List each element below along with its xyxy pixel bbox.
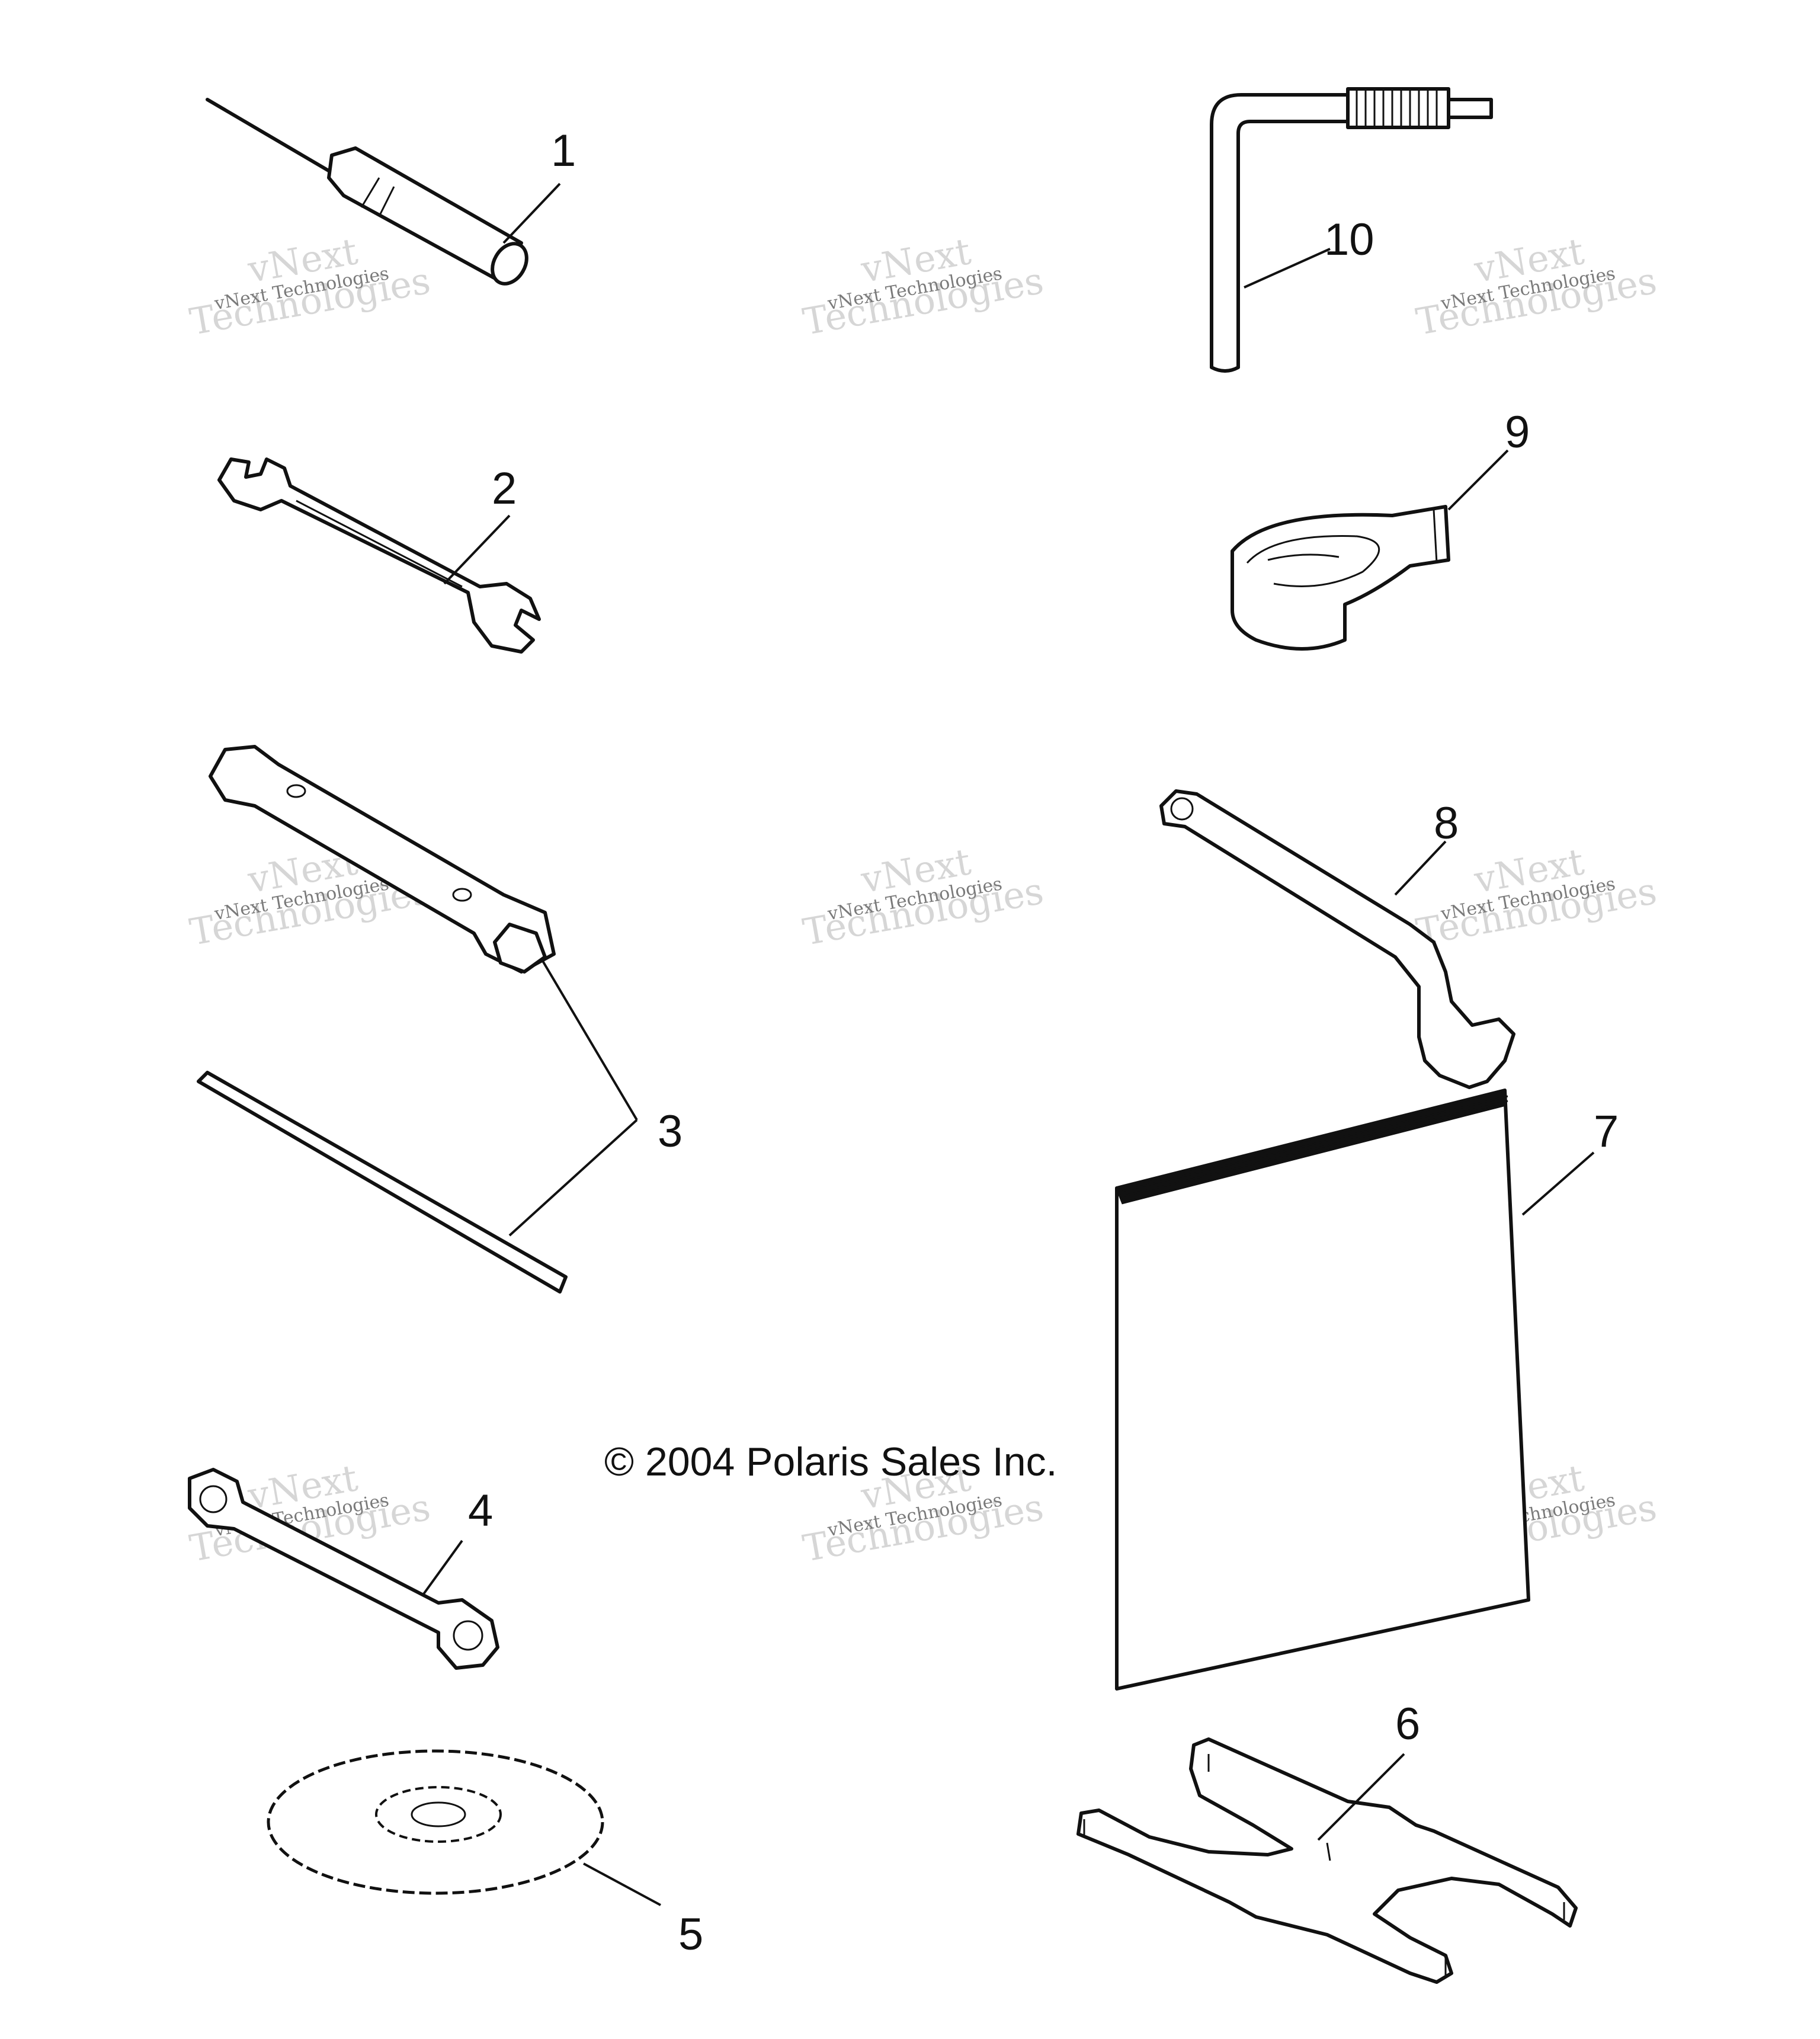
callout-leader-10 [1244,248,1331,289]
callout-leader-1 [502,183,561,244]
callout-leader-6 [1317,1753,1405,1841]
callout-9: 9 [1505,407,1530,457]
callout-leader-3b [508,1119,638,1237]
callout-leader-7 [1521,1151,1595,1216]
callout-1: 1 [551,126,576,176]
callout-3: 3 [658,1106,682,1157]
watermark: vNext Technologies vNext Technologies [187,229,434,344]
callout-6: 6 [1395,1699,1420,1749]
watermark: vNext Technologies vNext Technologies [800,840,1047,954]
hex-key-drawing [1210,87,1493,373]
callout-leader-8 [1394,840,1447,896]
callout-5: 5 [678,1909,703,1960]
callout-leader-4 [422,1539,463,1595]
owners-manual-drawing [1115,1089,1530,1691]
box-wrench-drawing [209,745,556,974]
callout-leader-9 [1447,449,1509,511]
callout-8: 8 [1434,798,1459,849]
watermark: vNext Technologies vNext Technologies [800,229,1047,344]
callout-7: 7 [1594,1106,1619,1157]
tommy-bar-drawing [197,1071,568,1294]
strap-drawing [1231,505,1450,651]
callout-2: 2 [492,463,517,514]
callout-leader-2 [443,514,511,585]
copyright-notice: © 2004 Polaris Sales Inc. [604,1439,1058,1484]
screwdriver-drawing [206,98,528,286]
disc-drawing [267,1749,604,1895]
spanner-tool-drawing [1076,1737,1578,1984]
box-end-wrench-drawing [188,1468,499,1670]
callout-10: 10 [1324,215,1374,265]
watermark: vNext Technologies vNext Technologies [1413,229,1660,344]
hook-spanner-drawing [1159,789,1515,1089]
callout-4: 4 [468,1486,493,1536]
callout-leader-5 [583,1862,661,1906]
open-end-wrench-drawing [217,457,541,654]
callout-leader-3a [541,959,638,1121]
